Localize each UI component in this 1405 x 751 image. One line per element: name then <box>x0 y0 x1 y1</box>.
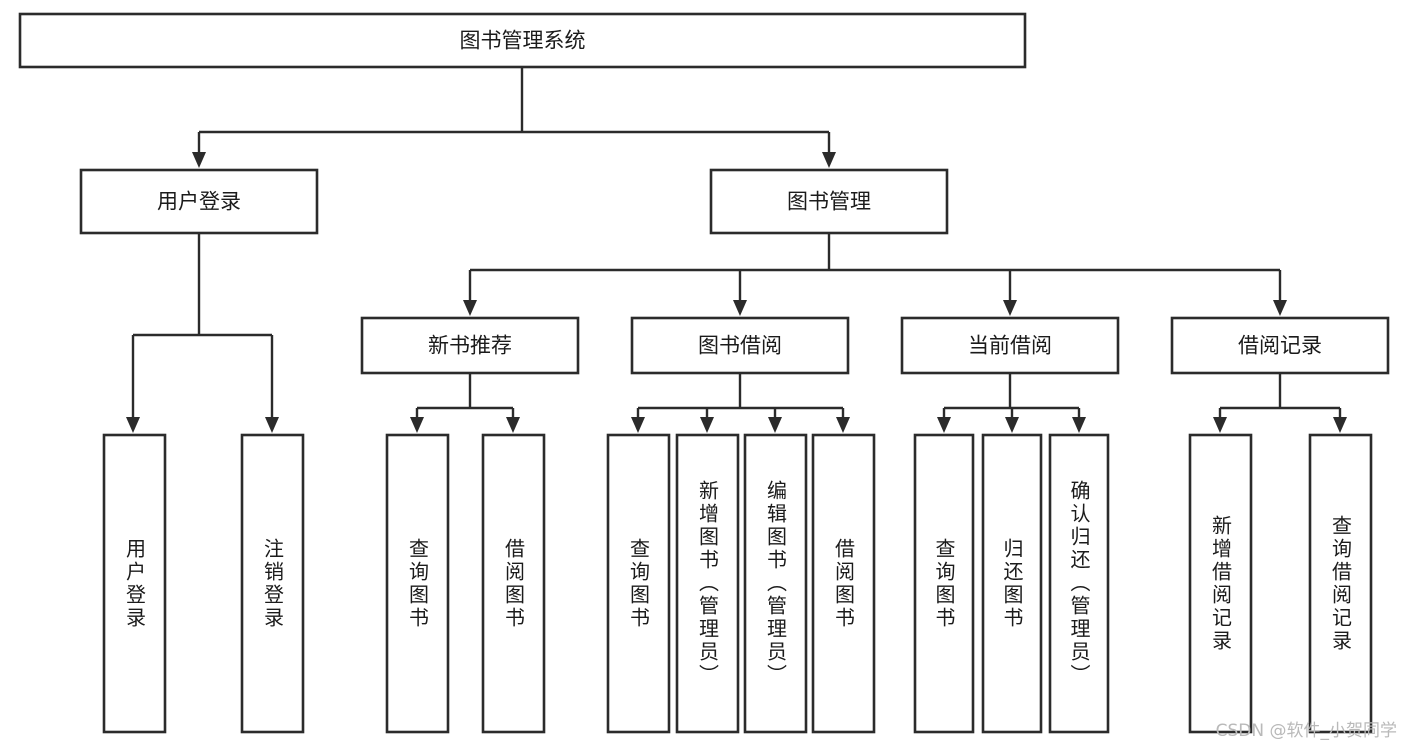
node-leaf-query-record[interactable] <box>1308 433 1373 734</box>
connector-root-branch-1-head <box>822 152 836 168</box>
node-label-root: 图书管理系统 <box>460 29 586 53</box>
connector-user-leaf-0-head <box>126 417 140 433</box>
csdn-watermark: CSDN @软件_小贺同学 <box>1215 721 1397 741</box>
node-box-borrow-record[interactable] <box>1170 316 1390 375</box>
node-box-leaf-return-book[interactable] <box>981 433 1043 734</box>
connector-layer <box>126 67 1347 433</box>
connector-group-current-borrow-leaf-1-head <box>1005 417 1019 433</box>
connector-group-borrow-record-leaf-0-head <box>1213 417 1227 433</box>
node-box-leaf-query-book-3[interactable] <box>913 433 975 734</box>
connector-group-new-book-recommend-leaf-0-head <box>410 417 424 433</box>
node-leaf-query-book-2[interactable] <box>606 433 671 734</box>
node-box-leaf-edit-book[interactable] <box>743 433 808 734</box>
node-leaf-add-book[interactable] <box>675 433 740 734</box>
node-leaf-borrow-book-1[interactable] <box>481 433 546 734</box>
node-leaf-return-book[interactable] <box>981 433 1043 734</box>
connector-manage-branch-1-head <box>733 300 747 316</box>
connector-group-book-borrow-leaf-1-head <box>700 417 714 433</box>
node-box-leaf-add-book[interactable] <box>675 433 740 734</box>
node-box-leaf-user-login[interactable] <box>102 433 167 734</box>
node-borrow-record[interactable]: 借阅记录 <box>1170 316 1390 375</box>
node-leaf-user-logout[interactable] <box>240 433 305 734</box>
node-leaf-query-book-1[interactable] <box>385 433 450 734</box>
connector-manage-branch-3-head <box>1273 300 1287 316</box>
node-book-borrow[interactable]: 图书借阅 <box>630 316 850 375</box>
node-box-leaf-add-record[interactable] <box>1188 433 1253 734</box>
node-box-leaf-query-record[interactable] <box>1308 433 1373 734</box>
node-box-root[interactable] <box>18 12 1027 69</box>
node-user-login[interactable]: 用户登录 <box>79 168 319 235</box>
node-label-borrow-record: 借阅记录 <box>1238 334 1322 358</box>
connector-group-book-borrow-leaf-0-head <box>631 417 645 433</box>
node-leaf-query-book-3[interactable] <box>913 433 975 734</box>
node-root[interactable]: 图书管理系统 <box>18 12 1027 69</box>
connector-group-borrow-record-leaf-1-head <box>1333 417 1347 433</box>
node-box-current-borrow[interactable] <box>900 316 1120 375</box>
node-leaf-borrow-book-2[interactable] <box>811 433 876 734</box>
node-box-user-login[interactable] <box>79 168 319 235</box>
node-box-leaf-borrow-book-2[interactable] <box>811 433 876 734</box>
node-book-manage[interactable]: 图书管理 <box>709 168 949 235</box>
connector-group-book-borrow-leaf-2-head <box>768 417 782 433</box>
node-box-leaf-query-book-1[interactable] <box>385 433 450 734</box>
node-box-book-borrow[interactable] <box>630 316 850 375</box>
connector-root-branch-0-head <box>192 152 206 168</box>
connector-manage-branch-0-head <box>463 300 477 316</box>
connector-group-new-book-recommend-leaf-1-head <box>506 417 520 433</box>
node-label-current-borrow: 当前借阅 <box>968 334 1052 358</box>
connector-group-current-borrow-leaf-2-head <box>1072 417 1086 433</box>
connector-group-book-borrow-leaf-3-head <box>836 417 850 433</box>
node-box-book-manage[interactable] <box>709 168 949 235</box>
node-label-user-login: 用户登录 <box>157 190 241 214</box>
connector-user-leaf-1-head <box>265 417 279 433</box>
connector-manage-branch-2-head <box>1003 300 1017 316</box>
node-label-book-borrow: 图书借阅 <box>698 334 782 358</box>
node-leaf-add-record[interactable] <box>1188 433 1253 734</box>
node-box-leaf-confirm-return[interactable] <box>1048 433 1110 734</box>
node-box-leaf-query-book-2[interactable] <box>606 433 671 734</box>
node-label-book-manage: 图书管理 <box>787 190 871 214</box>
node-current-borrow[interactable]: 当前借阅 <box>900 316 1120 375</box>
node-leaf-user-login[interactable] <box>102 433 167 734</box>
node-box-new-book-recommend[interactable] <box>360 316 580 375</box>
node-new-book-recommend[interactable]: 新书推荐 <box>360 316 580 375</box>
node-box-leaf-user-logout[interactable] <box>240 433 305 734</box>
node-leaf-confirm-return[interactable] <box>1048 433 1110 734</box>
node-box-leaf-borrow-book-1[interactable] <box>481 433 546 734</box>
connector-group-current-borrow-leaf-0-head <box>937 417 951 433</box>
node-label-new-book-recommend: 新书推荐 <box>428 334 512 358</box>
node-leaf-edit-book[interactable] <box>743 433 808 734</box>
